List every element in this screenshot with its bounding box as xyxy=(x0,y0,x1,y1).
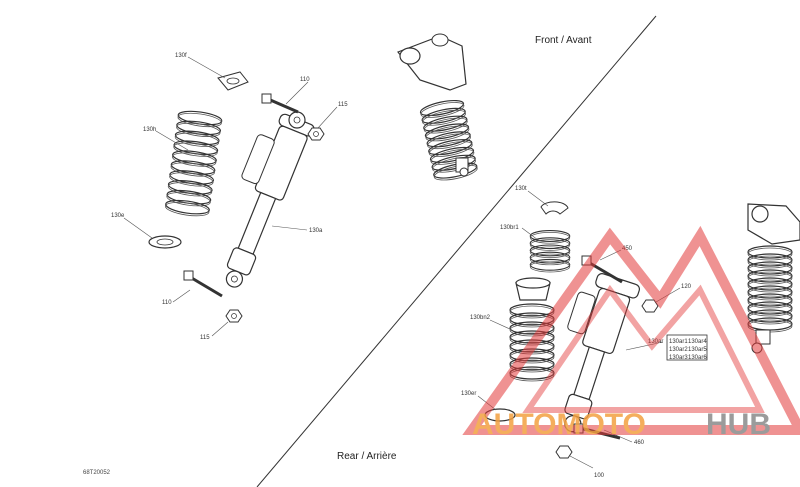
watermark-logo: AUTOMOTO HUB xyxy=(462,225,800,441)
bolt-110-bottom xyxy=(183,270,223,298)
rear-label: Rear / Arrière xyxy=(337,451,397,462)
svg-text:130ar6: 130ar6 xyxy=(688,355,707,361)
nut-115-bottom xyxy=(225,309,243,323)
spring-retainer-130f xyxy=(217,71,249,91)
rear-damper-130ar xyxy=(564,273,640,433)
callout-100: 100 xyxy=(594,473,605,479)
reference-code: 68T20052 xyxy=(83,470,111,476)
spring-seat-130e xyxy=(148,235,182,249)
callout-130a: 130a xyxy=(309,228,323,234)
rear-shock-assembled xyxy=(747,203,800,354)
svg-text:130ar1: 130ar1 xyxy=(669,339,688,345)
svg-text:130ar2: 130ar2 xyxy=(669,347,688,353)
callout-110-top: 110 xyxy=(300,77,310,83)
front-label: Front / Avant xyxy=(535,35,592,46)
front-spring-130h xyxy=(163,108,224,219)
callout-120: 120 xyxy=(681,284,692,290)
callout-450: 450 xyxy=(622,246,633,252)
callout-130br1: 130br1 xyxy=(500,225,519,231)
callout-130bn2: 130bn2 xyxy=(470,315,491,321)
svg-text:130ar3: 130ar3 xyxy=(669,355,688,361)
bolt-110-top xyxy=(261,93,299,114)
watermark-triangle xyxy=(462,225,800,435)
section-divider xyxy=(256,15,657,487)
watermark-text-left: AUTOMOTO xyxy=(472,408,646,441)
callout-460: 460 xyxy=(634,440,645,446)
svg-text:130ar4: 130ar4 xyxy=(688,339,707,345)
callout-130f: 130f xyxy=(175,53,187,59)
callout-130h: 130h xyxy=(143,127,156,133)
callout-115-top: 115 xyxy=(338,102,348,108)
rear-parts-table: 130ar1 130ar4 130ar2 130ar5 130ar3 130ar… xyxy=(666,334,708,361)
front-damper-130a xyxy=(225,113,315,288)
callout-130e: 130e xyxy=(111,213,125,219)
rear-spring-upper xyxy=(529,230,571,273)
front-shock-assembled xyxy=(397,33,480,184)
callout-115-bottom: 115 xyxy=(200,335,210,341)
front-shock-exploded: 130f 110 115 130h 130e 130a 110 115 xyxy=(111,53,348,341)
watermark-text-right: HUB xyxy=(706,408,771,441)
callout-130er: 130er xyxy=(461,391,476,397)
nut-100 xyxy=(555,445,573,459)
callout-130t: 130t xyxy=(515,186,527,192)
spring-retainer-130t xyxy=(540,201,569,215)
callout-130ar: 130ar xyxy=(648,339,663,345)
callout-110-bottom: 110 xyxy=(162,300,172,306)
nut-115-top xyxy=(307,127,325,141)
svg-text:130ar5: 130ar5 xyxy=(688,347,707,353)
